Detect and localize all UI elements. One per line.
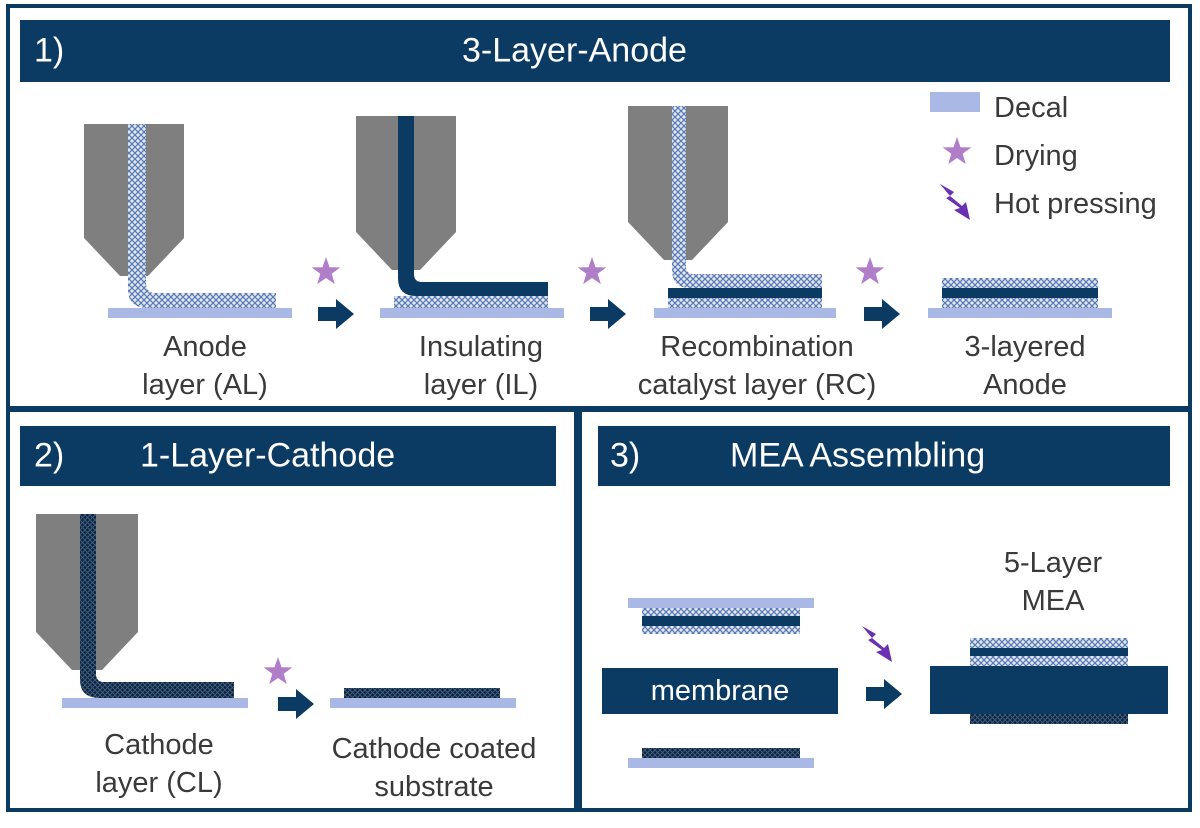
decal-substrate [380,308,564,318]
cathode-layer-diagram [36,514,248,708]
panel3-title: MEA Assembling [730,436,986,475]
step-arrow-icon [590,299,626,329]
hot-pressing-bolt-icon [862,626,892,662]
hot-pressing-legend-bolt-icon [940,184,970,220]
decal-substrate [628,758,814,768]
legend-decal-label: Decal [994,92,1069,124]
recombination-layer [642,608,800,616]
decal-substrate [654,308,836,318]
insulating-layer [668,288,822,298]
cathode-coated-substrate-diagram [330,688,516,708]
cathode-layer [970,714,1128,724]
insulating-layer-diagram [356,116,564,318]
cathode-layer [642,748,800,758]
panel3-header: 3) MEA Assembling [598,426,1170,486]
anode-layer [970,656,1128,666]
drying-star-icon [263,657,293,685]
anode-layer-diagram [84,124,292,318]
panel2-header: 2) 1-Layer-Cathode [20,426,556,486]
recombination-layer-diagram [628,106,836,318]
drying-star-icon [311,257,341,285]
insulating-layer [942,288,1098,298]
panel2-number: 2) [34,436,65,475]
recombination-layer [942,278,1098,288]
step-arrow-icon [318,299,354,329]
drying-star-icon [577,257,607,285]
decal-substrate [62,698,248,708]
step-arrow-icon [864,299,900,329]
membrane [602,668,838,714]
panel3-number: 3) [610,436,641,475]
insulating-layer [642,616,800,626]
anode-on-decal-inverted [628,598,814,634]
anode-ink-stream [128,124,276,308]
anode-layer [668,298,822,308]
legend-drying-label: Drying [994,140,1078,172]
membrane [930,666,1168,714]
decal-substrate [108,308,292,318]
insulating-layer [970,648,1128,656]
legend-hot-pressing-label: Hot pressing [994,188,1157,220]
anode-layer [942,298,1098,308]
three-layered-anode-diagram [928,278,1112,318]
anode-layer [642,626,800,634]
recombination-layer [970,638,1128,648]
panel1-header: 1) 3-Layer-Anode [20,20,1170,82]
insulating-ink-stream [398,116,548,296]
decal-substrate [928,308,1112,318]
cathode-on-decal [628,748,814,768]
panel1-title: 3-Layer-Anode [462,31,687,70]
five-layer-mea-diagram [930,638,1168,724]
step-arrow-icon [866,679,902,709]
membrane-label: membrane [650,675,790,707]
panel2-title: 1-Layer-Cathode [140,436,396,475]
cathode-ink-stream [80,514,234,698]
cathode-layer [344,688,500,698]
decal-legend-swatch [930,92,980,112]
panel1-number: 1) [34,31,65,70]
drying-legend-star-icon [942,137,972,165]
drying-star-icon [855,257,885,285]
decal-substrate [330,698,516,708]
decal-substrate [628,598,814,608]
step-arrow-icon [278,689,314,719]
anode-layer [394,296,548,308]
